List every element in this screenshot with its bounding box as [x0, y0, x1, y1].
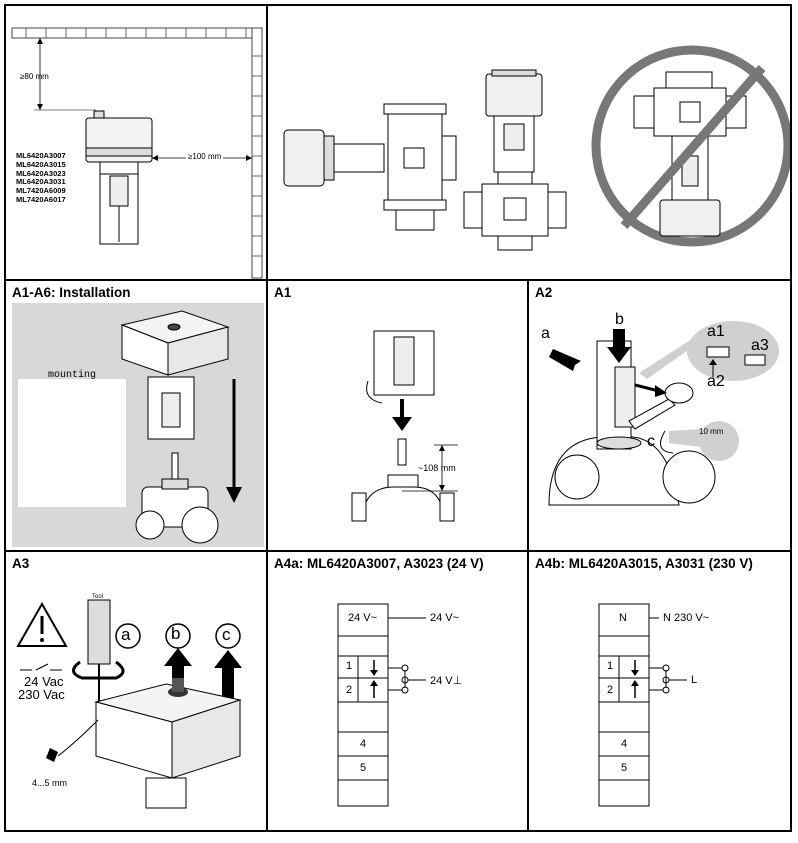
- divider: [6, 279, 790, 281]
- clearance-drawing: [11, 27, 263, 279]
- terminal-1: 1: [346, 660, 353, 672]
- divider: [527, 280, 529, 832]
- step-b-label: b: [171, 624, 181, 643]
- a4b-panel: A4b: ML6420A3015, A3031 (230 V) N N: [529, 552, 790, 832]
- tool-label: Tool: [92, 594, 104, 600]
- panel-title: A3: [12, 556, 30, 571]
- installation-drawing: [120, 310, 242, 544]
- clearance-side-label: ≥100 mm: [186, 152, 224, 161]
- a4a-panel: A4a: ML6420A3007, A3023 (24 V): [268, 552, 527, 832]
- step-a-label: a: [121, 625, 131, 644]
- bit-size: 4...5 mm: [32, 778, 68, 788]
- step-c-label: c: [222, 625, 231, 644]
- clearance-top-label: ≥80 mm: [20, 72, 49, 81]
- terminal-1: 1: [607, 660, 614, 672]
- terminal-5: 5: [360, 762, 367, 774]
- terminal-4: 4: [621, 738, 628, 750]
- terminal-top-label: N: [619, 612, 627, 624]
- stroke-dimension: ~108 mm: [418, 463, 456, 473]
- wrench-size: 10 mm: [699, 427, 724, 436]
- model-number: ML6420A3031: [16, 177, 66, 187]
- terminal-top-label: 24 V~: [348, 612, 378, 624]
- panel-title: A2: [535, 285, 553, 300]
- panel-title: A4a: ML6420A3007, A3023 (24 V): [274, 556, 484, 571]
- terminal-common: L: [691, 674, 698, 686]
- panel-title: A1: [274, 285, 292, 300]
- terminal-2: 2: [607, 684, 614, 696]
- voltage-24: 24 Vac: [24, 674, 64, 689]
- a4b-wiring: [598, 603, 687, 807]
- model-number: ML7420A6009: [16, 186, 66, 196]
- a3-panel: A3: [6, 552, 266, 832]
- instruction-sheet: ≥80 mm ≥100 mm ML6420A3007 ML6420A3015 M…: [4, 4, 792, 832]
- a2-label-a1: a1: [707, 323, 725, 340]
- terminal-common: 24 V⊥: [430, 675, 463, 687]
- panel-title: A4b: ML6420A3015, A3031 (230 V): [535, 556, 753, 571]
- a2-drawing: [548, 321, 779, 506]
- terminal-4: 4: [360, 738, 367, 750]
- a2-panel: A2: [529, 281, 790, 550]
- divider: [266, 280, 268, 832]
- panel-title: A1-A6: Installation: [12, 285, 131, 300]
- model-number: ML7420A6017: [16, 194, 66, 204]
- model-number: ML6420A3023: [16, 168, 66, 178]
- a2-label-b: b: [615, 311, 624, 328]
- divider: [6, 550, 790, 552]
- a1-panel: A1 ~108 mm: [268, 281, 527, 550]
- clearance-panel: ≥80 mm ≥100 mm ML6420A3007 ML6420A3015 M…: [6, 6, 266, 279]
- a2-label-a2: a2: [707, 373, 725, 390]
- model-number: ML6420A3015: [16, 159, 66, 169]
- a2-label-a3: a3: [751, 337, 769, 354]
- model-list: ML6420A3007 ML6420A3015 ML6420A3023 ML64…: [16, 151, 66, 205]
- terminal-top-output: 24 V~: [430, 612, 460, 624]
- model-number: ML6420A3007: [16, 151, 66, 160]
- a2-label-a: a: [541, 325, 550, 342]
- terminal-5: 5: [621, 762, 628, 774]
- a3-drawing: [16, 599, 242, 809]
- a1-drawing: [351, 330, 458, 522]
- mounting-caption: mounting: [48, 370, 97, 381]
- installation-panel: A1-A6: Installation: [6, 281, 266, 550]
- terminal-2: 2: [346, 684, 353, 696]
- orientation-panel: [268, 6, 790, 279]
- a4a-wiring: [337, 603, 426, 807]
- a2-label-c: c: [647, 433, 655, 450]
- mounting-caption-box: [18, 379, 126, 507]
- voltage-230: 230 Vac: [18, 687, 65, 702]
- terminal-top-output: N 230 V~: [663, 612, 710, 624]
- orientation-drawing: [283, 45, 790, 251]
- divider: [266, 6, 268, 280]
